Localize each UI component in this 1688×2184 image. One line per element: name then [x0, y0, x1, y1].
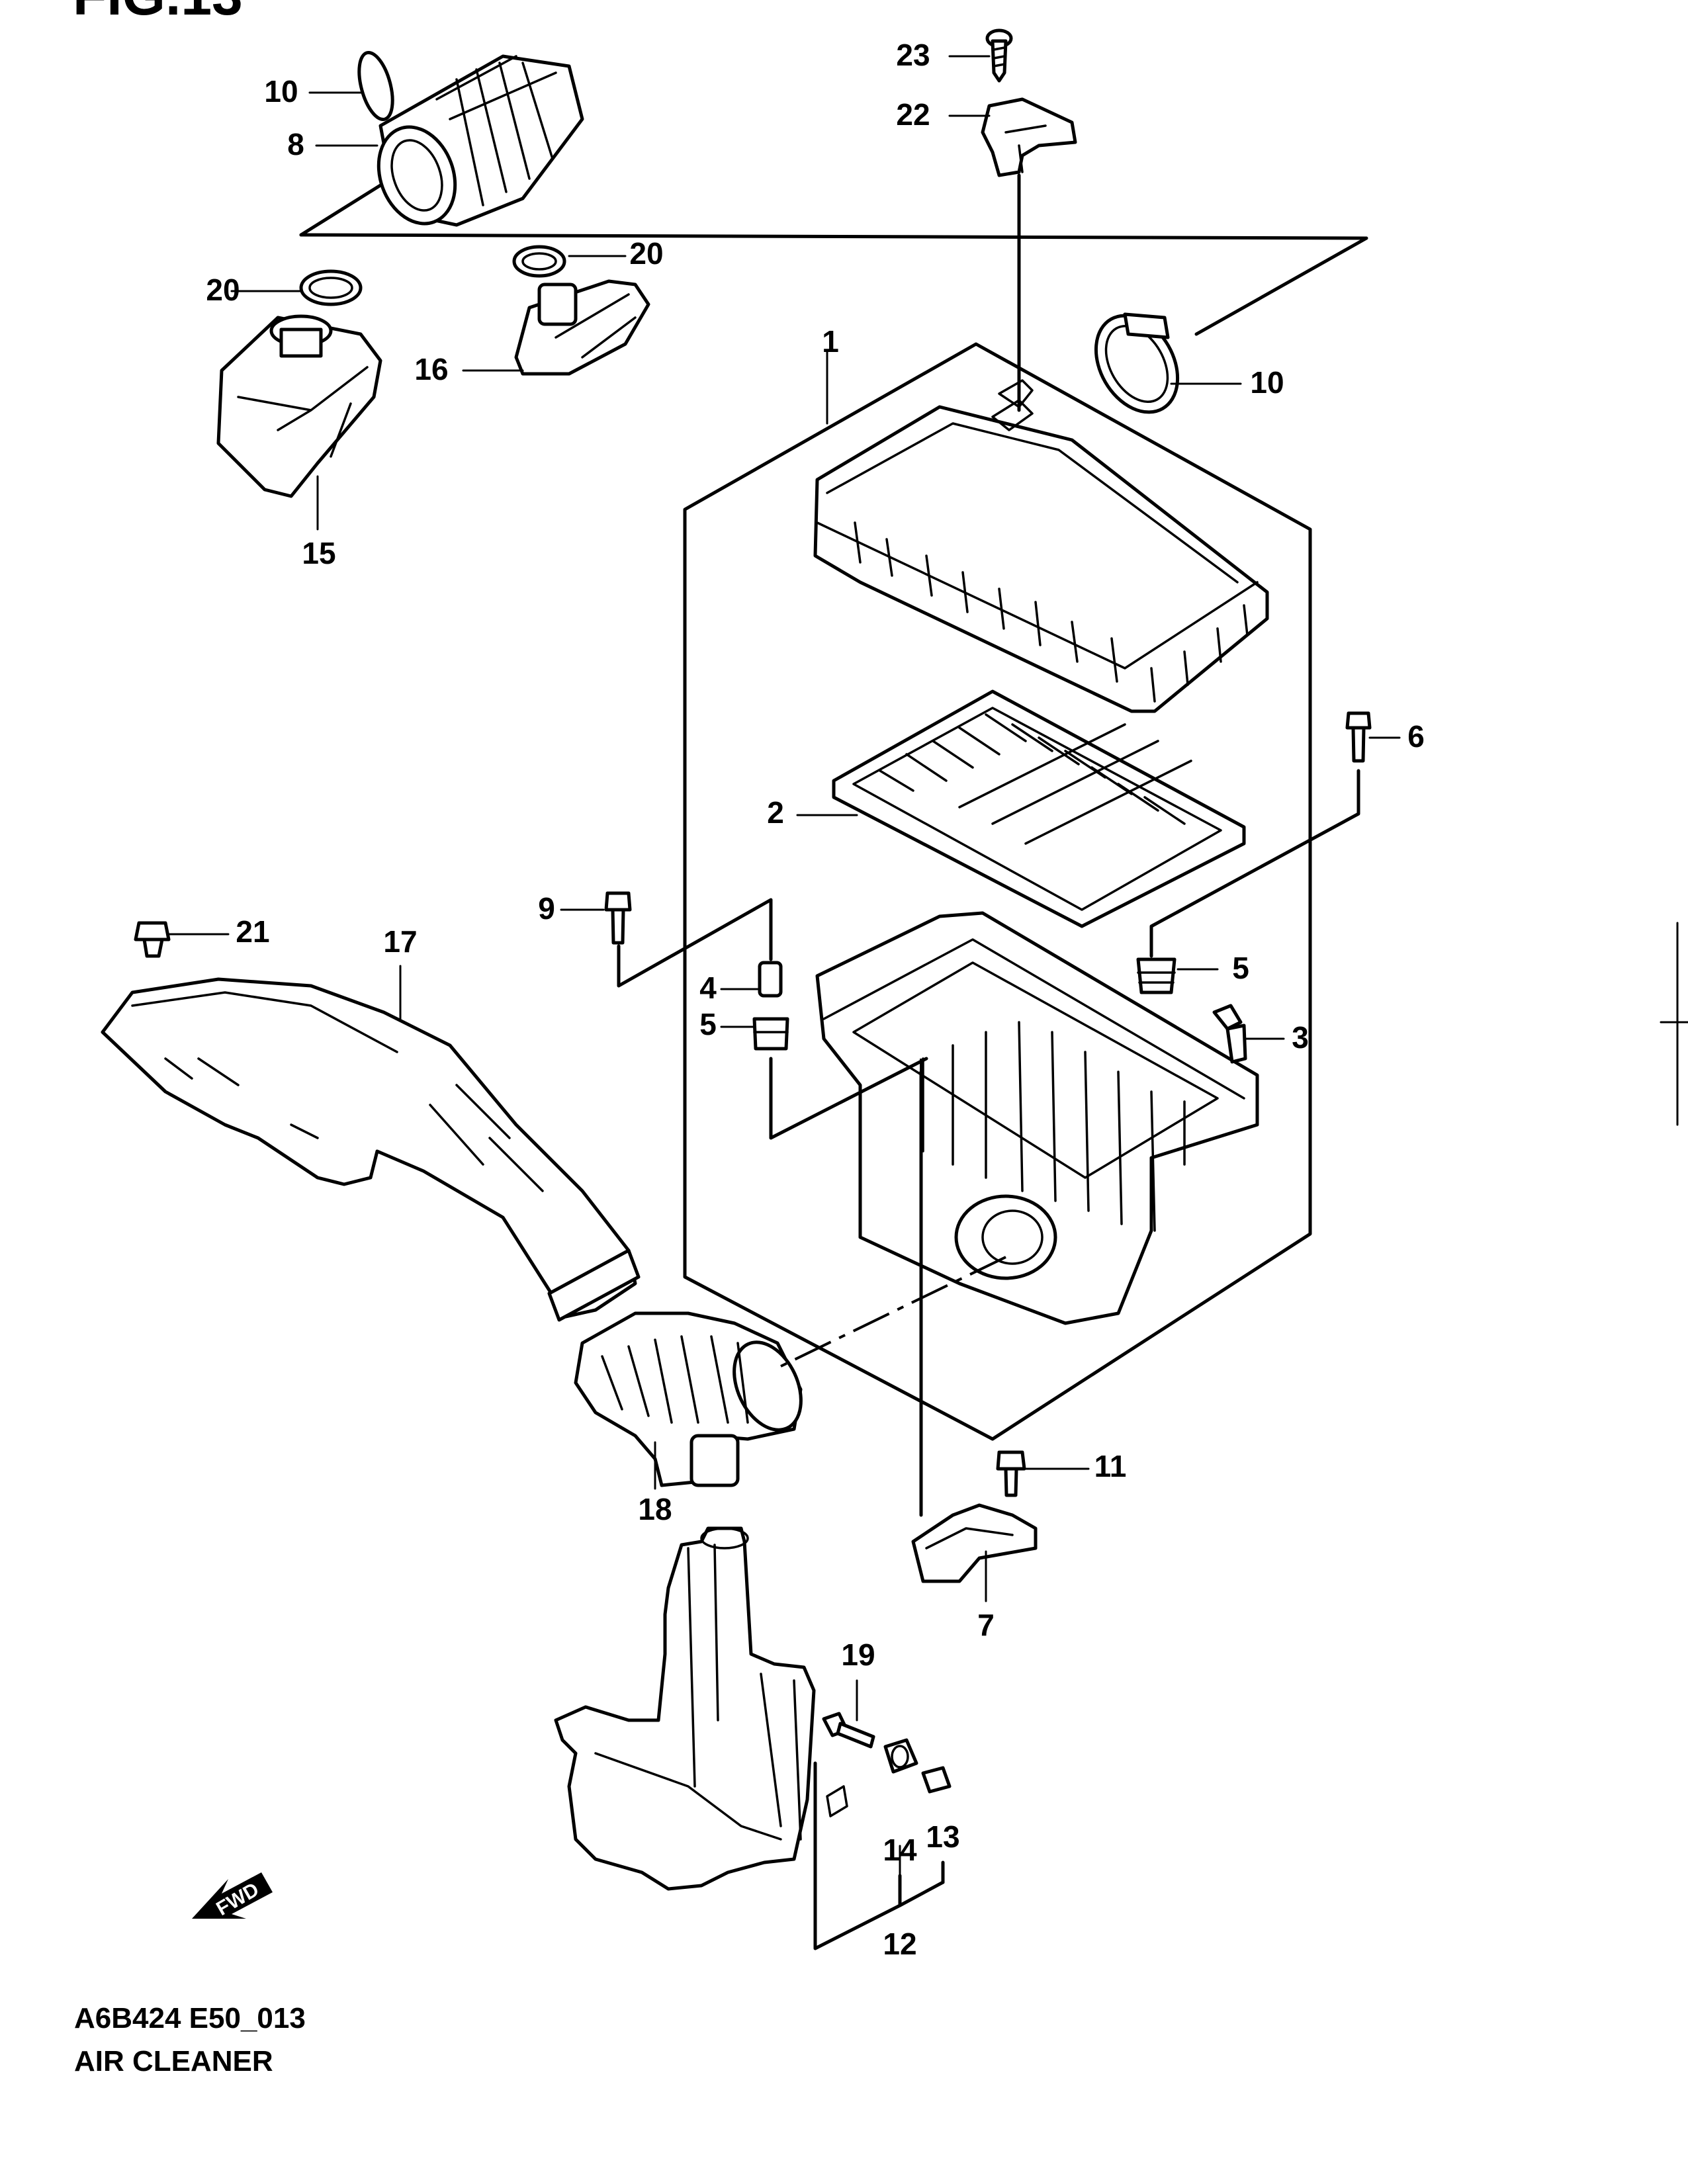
spacer-4 [758, 961, 783, 998]
leader-lines [167, 55, 1401, 1907]
hose-clamp-right [1094, 312, 1180, 414]
figure-name: AIR CLEANER [74, 2045, 273, 2077]
corrugated-hose [574, 1311, 803, 1487]
callout-15: 15 [302, 536, 335, 570]
intake-pipe-bracket-top [299, 233, 1368, 336]
callout-1: 1 [822, 324, 839, 359]
bolt-9 [604, 891, 632, 945]
callout-12: 12 [883, 1927, 916, 1961]
callout-22: 22 [896, 97, 930, 132]
callout-3: 3 [1292, 1020, 1309, 1055]
duct-hose-clamp [512, 245, 566, 278]
callout-4: 4 [699, 971, 717, 1005]
sensor-screw [985, 28, 1013, 83]
bolt-6 [1345, 711, 1372, 763]
forward-arrow [192, 1871, 273, 1919]
intake-pipe [377, 54, 584, 227]
callout-13: 13 [926, 1819, 959, 1854]
resonator-duct [514, 279, 650, 376]
cushion-3 [1212, 1004, 1247, 1064]
clip-21 [134, 921, 171, 958]
callout-18: 18 [638, 1492, 672, 1526]
callout-11: 11 [1094, 1449, 1127, 1483]
intake-air-temp-sensor [981, 97, 1077, 177]
grommet-5-right [1136, 957, 1177, 994]
callout-9: 9 [538, 891, 555, 926]
callout-7: 7 [977, 1608, 995, 1642]
callout-14: 14 [883, 1833, 917, 1867]
grommet-left-leader [769, 1057, 928, 1140]
callout-21: 21 [236, 914, 269, 949]
callout-17: 17 [383, 924, 417, 959]
callout-2: 2 [767, 795, 784, 830]
resonator [216, 314, 382, 498]
margin-marks [1660, 922, 1688, 1126]
upper-case-cover [813, 399, 1269, 713]
callout-10-right: 10 [1250, 365, 1284, 400]
callout-10-upper: 10 [264, 74, 298, 109]
filter-element [832, 689, 1246, 928]
callout-20-right: 20 [629, 236, 663, 271]
assembly-1-outline [683, 342, 1312, 1441]
cover-connector [998, 379, 1034, 408]
callout-6: 6 [1407, 719, 1425, 754]
group-12-bracket [813, 1761, 945, 1950]
figure-code: A6B424 E50_013 [74, 2002, 306, 2034]
intake-pipe-bracket-line [299, 183, 382, 237]
callout-20-left: 20 [206, 273, 240, 307]
spacer-13 [921, 1766, 952, 1794]
bracket-7 [911, 1503, 1038, 1583]
nut-14 [883, 1738, 918, 1774]
figure-title: FIG.13 [73, 0, 243, 26]
callout-5-left: 5 [699, 1007, 717, 1041]
bolt-11 [996, 1450, 1026, 1497]
dash-lower-case-to-hose [780, 1256, 1006, 1368]
callout-23: 23 [896, 38, 930, 72]
callout-16: 16 [414, 352, 448, 386]
bolt-9-leader [617, 898, 773, 988]
callout-19: 19 [841, 1638, 875, 1672]
callout-8: 8 [287, 127, 304, 161]
lower-case [815, 911, 1259, 1325]
clamp-ring-upper [357, 50, 394, 122]
resonator-hose-clamp [299, 269, 363, 306]
lower-duct-resonator [554, 1526, 848, 1891]
inlet-duct [101, 977, 641, 1322]
grommet-5-left [752, 1017, 789, 1051]
callout-5-right: 5 [1232, 951, 1249, 985]
bolt-19 [822, 1712, 875, 1749]
bolt-6-leader [1149, 769, 1360, 958]
forward-arrow-label: FWD [212, 1878, 263, 1920]
